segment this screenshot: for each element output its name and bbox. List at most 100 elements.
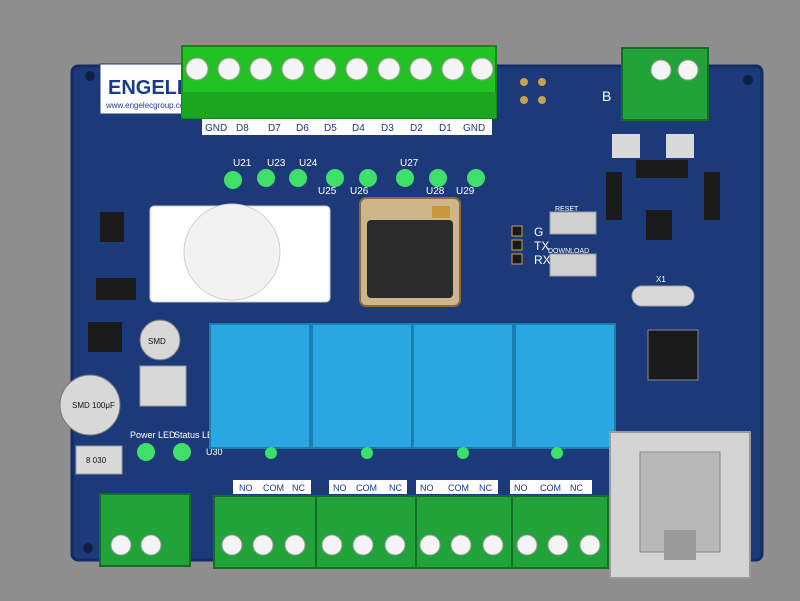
u30-label: U30 [206,447,223,457]
status-led-label: Status LED [174,430,220,440]
header-pin-label-strip [202,119,492,135]
uart-label: G [534,225,543,239]
led-label: U27 [400,158,419,169]
uart-labels: G TX RX [534,225,551,267]
pin-label: GND [205,123,227,134]
led-label: U24 [299,158,318,169]
led [326,169,344,187]
mounting-hole [85,71,95,81]
pin-label: D2 [410,123,423,134]
reset-button[interactable] [549,211,597,235]
led [396,169,414,187]
led-labels: U21 U23 U24 U25 U26 U27 U28 U29 [233,158,475,197]
pin-label: D1 [439,123,452,134]
led-label: U29 [456,186,475,197]
relay [412,323,514,449]
relay-com-label: COM [263,483,284,493]
chip-u3 [96,278,136,300]
pin-label: D3 [381,123,394,134]
relay-com-label: COM [540,483,561,493]
relay-leds [265,447,563,459]
diode-vertical [704,172,720,220]
fuse-f2 [666,134,694,158]
power-input-terminal [99,493,191,567]
relay-no-label: NO [420,483,434,493]
relay-nc-label: NC [479,483,492,493]
capacitor-large [59,374,121,436]
pin-label: D5 [324,123,337,134]
led-label: U21 [233,158,252,169]
uart-header [511,225,523,265]
capacitor-small-label: SMD [148,337,166,346]
relay-com-label: COM [448,483,469,493]
battery-coin [183,203,281,301]
power-input-screw [140,534,162,556]
terminal-b-screw [650,59,672,81]
pin-label: D8 [236,123,249,134]
power-led [137,443,155,461]
download-button-label: DOWNLOAD [548,248,589,255]
crystal-label: X1 [656,275,666,284]
relay [514,323,616,449]
terminal-b-block [621,47,709,121]
header-terminal-front [182,92,496,118]
led [429,169,447,187]
relay-no-label: NO [239,483,253,493]
ethernet-controller-chip [647,329,699,381]
relay-no-label: NO [514,483,528,493]
chip-u1 [88,322,122,352]
led-label: U28 [426,186,445,197]
pin-label: D7 [268,123,281,134]
relays [209,323,616,449]
led-label: U23 [267,158,286,169]
led-row [224,169,485,189]
led [257,169,275,187]
power-input-screw [110,534,132,556]
diode [636,160,688,178]
diode-vertical [606,172,622,220]
inductor-label: 8 030 [86,456,107,465]
relay-terminal-blocks [213,495,609,569]
pin-label: GND [463,123,485,134]
relay-nc-label: NC [570,483,583,493]
uart-label: RX [534,253,551,267]
capacitor-large-label: SMD 100μF [72,401,115,410]
relay-nc-label: NC [389,483,402,493]
led-label: U26 [350,186,369,197]
terminal-b-screw [677,59,699,81]
capacitor-small [139,319,181,361]
reset-button-label: RESET [555,206,579,213]
brand-website: www.engelecgroup.com [105,101,191,110]
relay-terminal-screws [221,534,601,556]
header-pin-labels: GND D8 D7 D6 D5 D4 D3 D2 D1 GND [205,123,485,134]
led-label: U25 [318,186,337,197]
power-led-label: Power LED [130,430,176,440]
brand-name: ENGELEC [108,77,205,99]
wifi-module-shield [367,220,453,298]
header-screws [185,57,494,81]
relay [311,323,413,449]
download-button[interactable] [549,253,597,277]
relay [209,323,311,449]
ethernet-tab [664,530,696,560]
led [289,169,307,187]
wifi-antenna [432,206,450,218]
terminal-b-label: B [602,88,611,104]
status-led [173,443,191,461]
relay-label-strips [233,480,592,494]
led [224,171,242,189]
inductor-small [75,445,123,475]
led [467,169,485,187]
relay-com-label: COM [356,483,377,493]
chip-u2 [100,212,124,242]
relay-nc-label: NC [292,483,305,493]
relay-no-label: NO [333,483,347,493]
relay-terminal-labels: NO COM NC NO COM NC NO COM NC NO COM NC [239,483,583,493]
pin-label: D6 [296,123,309,134]
crystal [631,285,695,307]
solder-pads [520,78,546,104]
inductor [139,365,187,407]
fuse-f1 [612,134,640,158]
uart-label: TX [534,239,549,253]
pin-label: D4 [352,123,365,134]
